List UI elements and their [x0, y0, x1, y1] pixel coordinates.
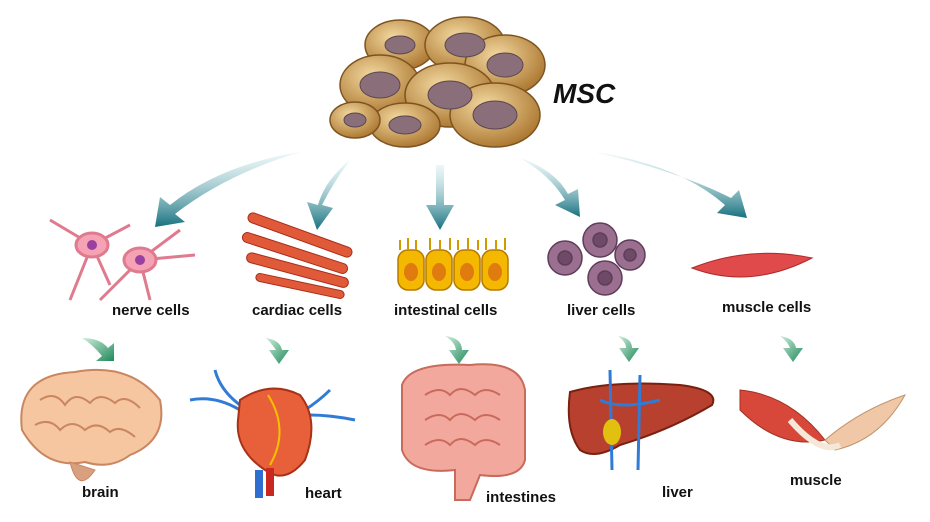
- cardiac-cells-illustration: [241, 212, 353, 300]
- intestinal-cells-illustration: [397, 238, 509, 291]
- intestinal-cells-label: intestinal cells: [394, 302, 497, 319]
- muscle-cells-illustration: [690, 252, 814, 278]
- arrow-to-intestinal-cells: [426, 165, 454, 230]
- msc-label: MSC: [553, 78, 616, 109]
- heart-illustration: [189, 369, 356, 498]
- muscle-label: muscle: [790, 472, 842, 489]
- muscle-illustration: [739, 389, 907, 451]
- liver-cells-illustration: [547, 222, 646, 296]
- arrow-to-nerve-cells: [155, 152, 300, 227]
- arrow-to-muscle-cells: [595, 152, 747, 218]
- arrow-to-heart: [266, 338, 289, 364]
- liver-label: liver: [662, 484, 693, 501]
- intestines-label: intestines: [486, 489, 556, 506]
- differentiation-arrows: [155, 152, 747, 230]
- brain-illustration: [20, 368, 163, 482]
- nerve-cells-label: nerve cells: [112, 302, 190, 319]
- liver-cells-label: liver cells: [567, 302, 635, 319]
- arrow-to-cardiac-cells: [307, 160, 350, 230]
- arrow-to-brain: [82, 338, 114, 361]
- brain-label: brain: [82, 484, 119, 501]
- arrow-to-intestines: [445, 336, 469, 364]
- heart-label: heart: [305, 485, 342, 502]
- intestines-illustration: [401, 363, 526, 501]
- nerve-cells-illustration: [49, 218, 196, 302]
- msc-cell-cluster: [329, 16, 546, 148]
- arrow-to-liver: [618, 336, 639, 362]
- cardiac-cells-label: cardiac cells: [252, 302, 342, 319]
- muscle-cells-label: muscle cells: [722, 299, 811, 316]
- liver-illustration: [567, 369, 715, 471]
- arrow-to-muscle: [780, 336, 803, 362]
- organ-arrows: [82, 336, 803, 364]
- arrow-to-liver-cells: [520, 158, 580, 217]
